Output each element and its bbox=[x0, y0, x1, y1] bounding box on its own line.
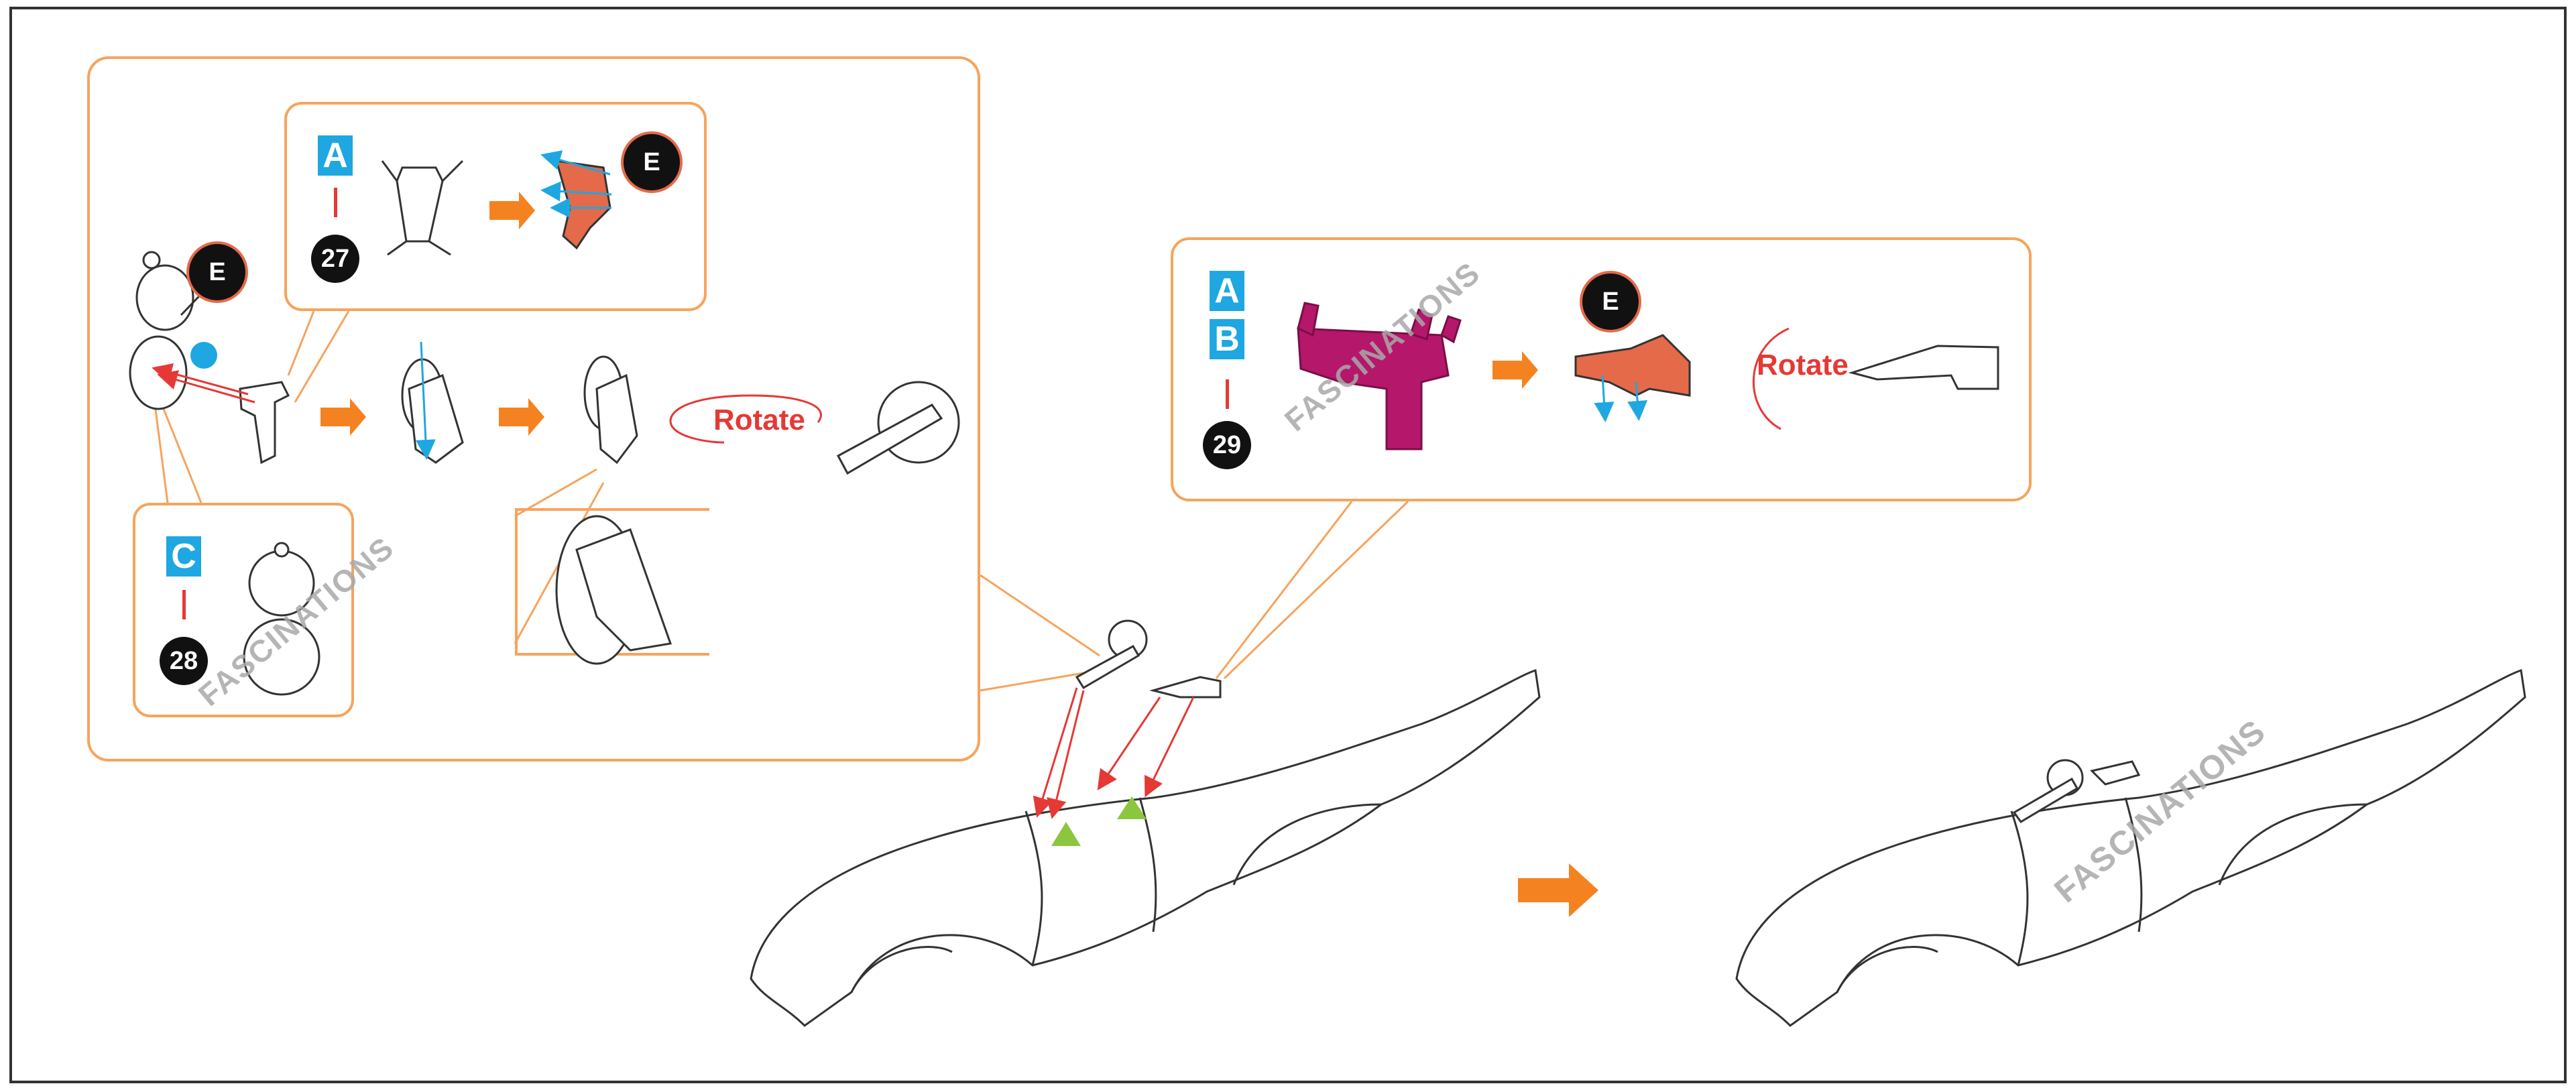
bracket-part-3 bbox=[585, 357, 637, 463]
bracket-part-2 bbox=[402, 359, 463, 463]
badge-e-top: E bbox=[621, 131, 683, 193]
connector-bar bbox=[1226, 379, 1229, 409]
badge-e-left: E bbox=[186, 241, 248, 303]
badge-a-right: A bbox=[1210, 271, 1244, 311]
badge-29: 29 bbox=[1203, 421, 1251, 469]
badge-27: 27 bbox=[311, 235, 359, 283]
car-mount-left bbox=[1077, 621, 1220, 697]
arrow-right-icon bbox=[320, 192, 1598, 917]
zoom-detail-part bbox=[557, 516, 670, 664]
folded-part-right bbox=[1576, 335, 1690, 396]
e-part-left bbox=[130, 252, 193, 409]
mount-part-rotated bbox=[838, 382, 959, 473]
badge-b-right: B bbox=[1210, 319, 1244, 359]
car-mount-right bbox=[2014, 760, 2139, 822]
connector-bar bbox=[182, 590, 186, 619]
callout-lines bbox=[153, 311, 1408, 690]
connector-bar bbox=[334, 188, 337, 217]
folded-part-orange bbox=[557, 161, 610, 248]
flat-part-27 bbox=[382, 161, 463, 255]
car-body-left bbox=[751, 670, 1539, 1026]
blue-dot-icon bbox=[190, 342, 217, 369]
badge-c: C bbox=[166, 536, 201, 577]
badge-e-right: E bbox=[1580, 271, 1641, 332]
badge-a-top: A bbox=[318, 135, 353, 176]
final-part-right bbox=[1852, 346, 1998, 389]
rotate-label-right: Rotate bbox=[1757, 349, 1849, 382]
rotate-label-left: Rotate bbox=[713, 404, 805, 437]
